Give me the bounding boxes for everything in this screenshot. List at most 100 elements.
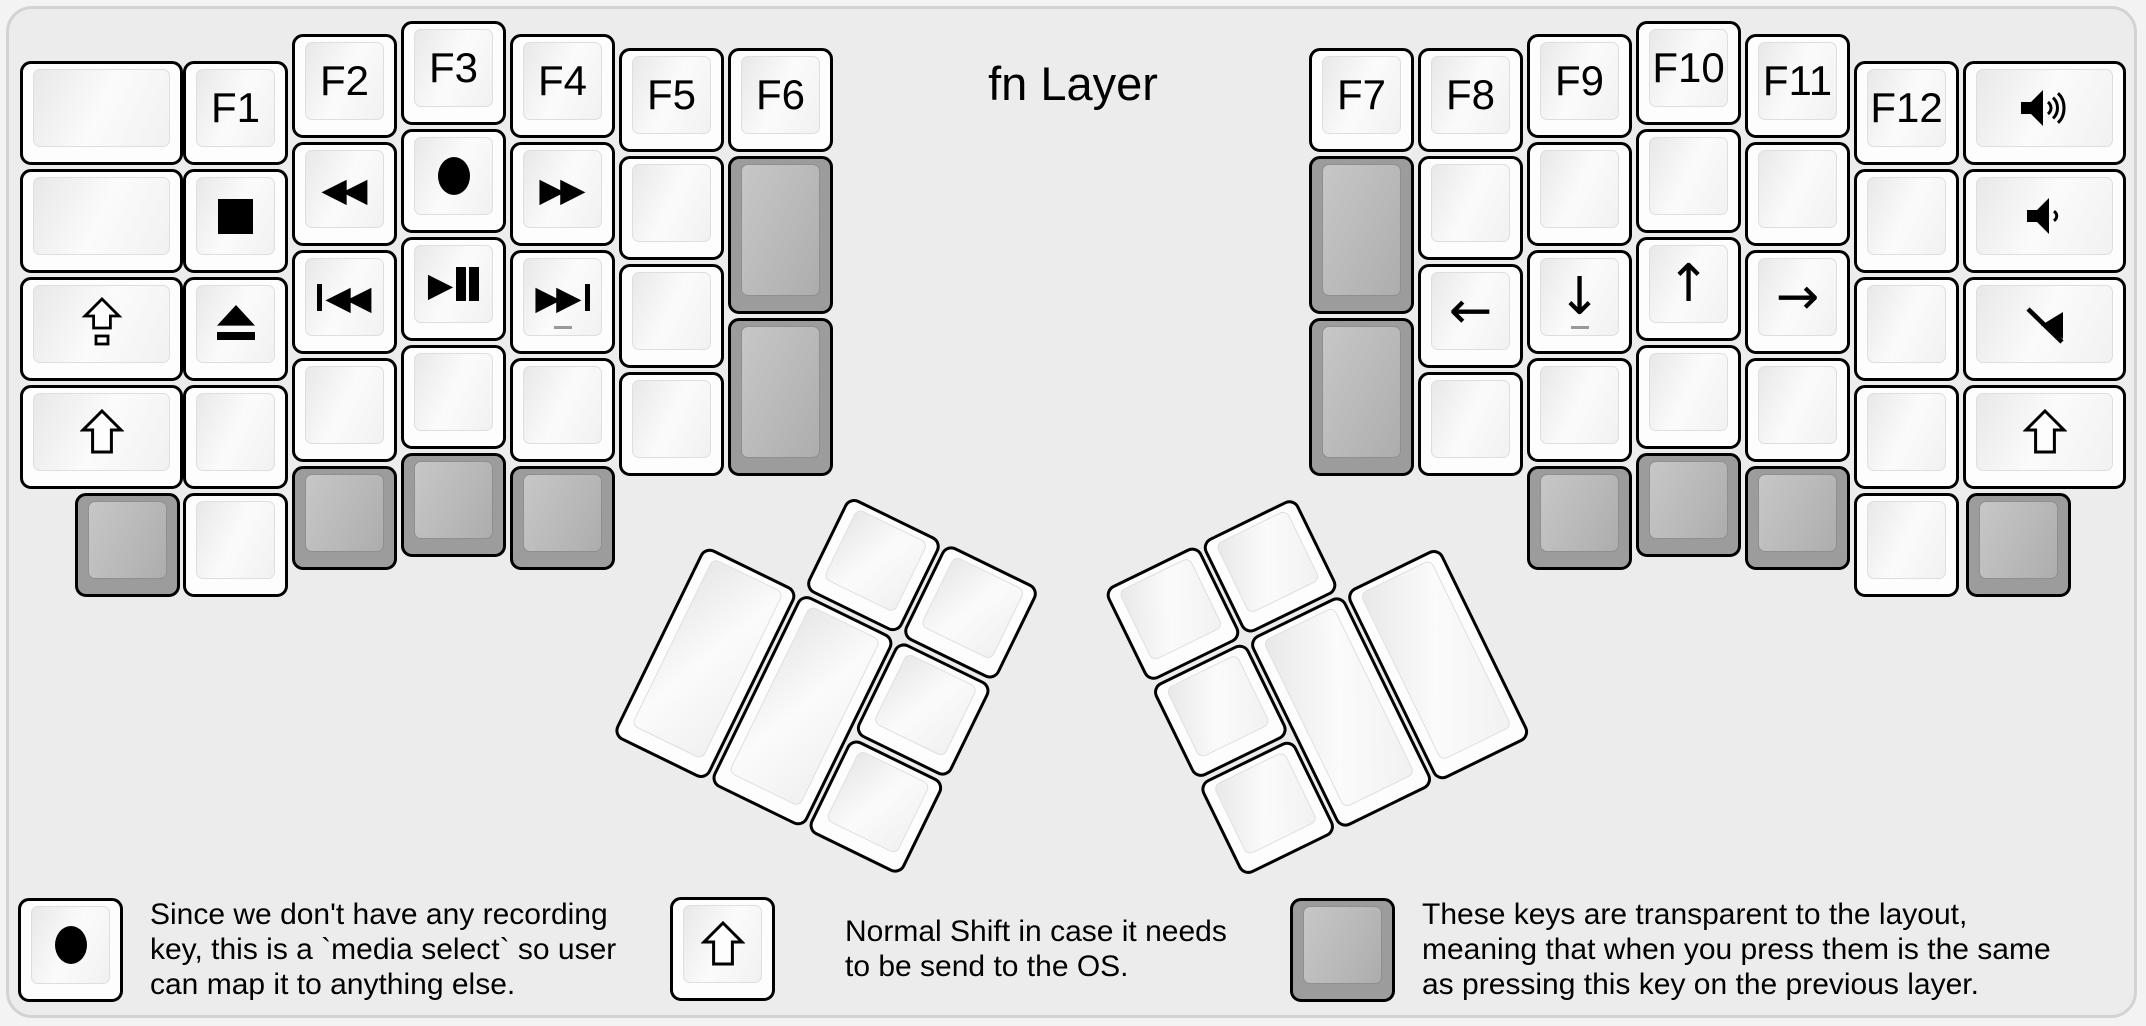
- key-f3[interactable]: F3: [401, 21, 506, 125]
- key-shift-left[interactable]: [20, 385, 183, 489]
- key-blank-l7[interactable]: [510, 358, 615, 462]
- key-blank-r4[interactable]: [1527, 358, 1632, 462]
- key-transparent-l1[interactable]: [292, 466, 397, 570]
- key-record[interactable]: [401, 129, 506, 233]
- key-blank-l8[interactable]: [619, 156, 724, 260]
- key-shift-right[interactable]: [1963, 385, 2126, 489]
- key-f7[interactable]: F7: [1309, 48, 1414, 152]
- key-transparent-r5[interactable]: [1745, 466, 1850, 570]
- key-blank-l1[interactable]: [20, 61, 183, 165]
- key-f8[interactable]: F8: [1418, 48, 1523, 152]
- key-label: F10: [1652, 44, 1725, 91]
- key-arrow-right[interactable]: →: [1745, 250, 1850, 354]
- record-icon: [54, 925, 87, 964]
- key-f11[interactable]: F11: [1745, 34, 1850, 138]
- key-blank-l10[interactable]: [619, 372, 724, 476]
- shift-icon: [700, 920, 745, 966]
- key-label: F8: [1445, 71, 1495, 118]
- key-shift-right-cap: [1976, 393, 2113, 471]
- key-transparent-r2[interactable]: [1309, 318, 1414, 476]
- key-blank-r12[interactable]: [1854, 493, 1959, 597]
- legend-shift-key[interactable]: [670, 897, 775, 1001]
- key-blank-l4[interactable]: [183, 493, 288, 597]
- key-next-track[interactable]: ▶▶: [510, 250, 615, 354]
- key-stop[interactable]: [183, 169, 288, 273]
- fast-forward-icon: ▶▶: [539, 169, 585, 209]
- key-f12[interactable]: F12: [1854, 61, 1959, 165]
- legend-shift-key-wrap: [670, 897, 775, 1001]
- key-transparent-l6[interactable]: [75, 493, 180, 597]
- key-blank-l2[interactable]: [20, 169, 183, 273]
- layer-title: fn Layer: [988, 57, 1158, 110]
- key-transparent-r1[interactable]: [1309, 156, 1414, 314]
- key-eject[interactable]: [183, 277, 288, 381]
- key-f2-cap: F2: [305, 42, 384, 120]
- key-play-pause[interactable]: ▶: [401, 237, 506, 341]
- key-arrow-up[interactable]: ↑: [1636, 237, 1741, 341]
- key-blank-l9-cap: [632, 272, 711, 350]
- key-blank-r3-cap: [1540, 150, 1619, 228]
- key-label: F1: [210, 84, 260, 131]
- key-transparent-l1-cap: [305, 474, 384, 552]
- key-volume-down[interactable]: [1963, 169, 2126, 273]
- key-f1[interactable]: F1: [183, 61, 288, 165]
- key-blank-l8-cap: [632, 164, 711, 242]
- key-transparent-r4-cap: [1649, 461, 1728, 539]
- key-label: F12: [1870, 84, 1943, 131]
- legend-record-key[interactable]: [18, 897, 123, 1002]
- key-arrow-left[interactable]: ←: [1418, 264, 1523, 368]
- key-arrow-down[interactable]: ↓: [1527, 250, 1632, 354]
- key-caps-lock[interactable]: [20, 277, 183, 381]
- key-blank-l5[interactable]: [292, 358, 397, 462]
- key-transparent-l2[interactable]: [401, 453, 506, 557]
- key-transparent-l2-cap: [414, 461, 493, 539]
- key-transparent-r4[interactable]: [1636, 453, 1741, 557]
- key-f5[interactable]: F5: [619, 48, 724, 152]
- key-f6[interactable]: F6: [728, 48, 833, 152]
- key-fast-forward[interactable]: ▶▶: [510, 142, 615, 246]
- legend-text-line: to be send to the OS.: [845, 950, 1129, 983]
- key-blank-r1[interactable]: [1418, 156, 1523, 260]
- key-transparent-l3[interactable]: [510, 466, 615, 570]
- key-rewind[interactable]: ◀◀: [292, 142, 397, 246]
- key-blank-l9[interactable]: [619, 264, 724, 368]
- key-blank-r6[interactable]: [1636, 345, 1741, 449]
- key-label: F4: [537, 57, 587, 104]
- key-blank-l3-cap: [196, 393, 275, 471]
- key-blank-l6[interactable]: [401, 345, 506, 449]
- key-blank-r9[interactable]: [1854, 169, 1959, 273]
- rewind-icon: ◀◀: [321, 169, 367, 209]
- key-volume-up[interactable]: [1963, 61, 2126, 165]
- key-f2[interactable]: F2: [292, 34, 397, 138]
- next-track-icon: ▶▶: [535, 281, 590, 314]
- key-prev-track[interactable]: ◀◀: [292, 250, 397, 354]
- prev-track-icon: ◀◀: [317, 281, 372, 314]
- key-blank-r3[interactable]: [1527, 142, 1632, 246]
- key-f9[interactable]: F9: [1527, 34, 1632, 138]
- shift-icon: [79, 408, 124, 454]
- legend-text-line: Normal Shift in case it needs: [845, 915, 1227, 948]
- key-blank-r11[interactable]: [1854, 385, 1959, 489]
- key-transparent-l4[interactable]: [728, 156, 833, 314]
- key-blank-l3[interactable]: [183, 385, 288, 489]
- key-transparent-l5[interactable]: [728, 318, 833, 476]
- key-f4[interactable]: F4: [510, 34, 615, 138]
- key-blank-r10[interactable]: [1854, 277, 1959, 381]
- key-rewind-cap: ◀◀: [305, 150, 384, 228]
- key-caps-lock-cap: [33, 285, 170, 363]
- key-volume-mute[interactable]: [1963, 277, 2126, 381]
- key-blank-r5[interactable]: [1636, 129, 1741, 233]
- key-label: F6: [755, 71, 805, 118]
- key-blank-r7[interactable]: [1745, 142, 1850, 246]
- legend-transparent-key[interactable]: [1290, 897, 1395, 1002]
- key-blank-r8[interactable]: [1745, 358, 1850, 462]
- key-transparent-r6[interactable]: [1966, 493, 2071, 597]
- key-blank-r4-cap: [1540, 366, 1619, 444]
- key-blank-r2[interactable]: [1418, 372, 1523, 476]
- key-stop-cap: [196, 177, 275, 255]
- legend-text-line: Since we don't have any recording: [150, 898, 608, 931]
- key-f10[interactable]: F10: [1636, 21, 1741, 125]
- key-transparent-r3[interactable]: [1527, 466, 1632, 570]
